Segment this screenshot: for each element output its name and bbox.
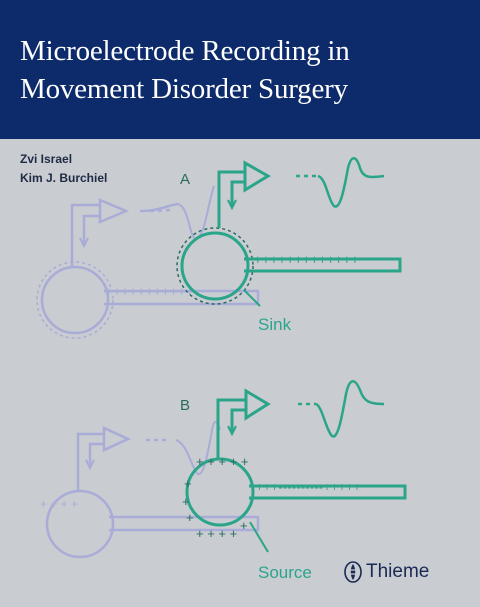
panel-b: + + + + + + + + + + + + [40, 380, 407, 582]
plus-row-b: +++----------+++++ [256, 480, 361, 494]
publisher-mark: Thieme [343, 560, 429, 584]
faded-plus-ring-b: + + + + [40, 497, 78, 511]
plus-ring-b: + + + + + + + + + + + + + [182, 454, 248, 541]
panel-b-label: B [180, 397, 190, 414]
svg-text:+: + [184, 476, 192, 491]
active-neuron-a [176, 157, 402, 307]
svg-text:+: + [186, 510, 194, 525]
sink-label: Sink [258, 315, 292, 334]
book-title: Microelectrode Recording in Movement Dis… [20, 35, 350, 105]
author-list: Zvi Israel Kim J. Burchiel [20, 150, 107, 188]
source-label: Source [258, 563, 312, 582]
faded-neuron-a [36, 185, 260, 339]
publisher-name: Thieme [366, 561, 430, 582]
svg-text:+ + + + +: + + + + + [196, 454, 248, 469]
panel-a-label: A [180, 171, 190, 188]
active-neuron-b [185, 380, 407, 553]
author-1: Zvi Israel [20, 152, 73, 166]
panel-a: +++++++++++ +++++++++++++ A Sink [36, 157, 402, 339]
plus-row-a: +++++++++++++ [254, 252, 359, 267]
author-2: Kim J. Burchiel [20, 171, 108, 185]
svg-text:+ + + +: + + + + [196, 526, 237, 541]
title-band: Microelectrode Recording in Movement Dis… [0, 0, 480, 139]
svg-text:+: + [182, 494, 190, 509]
svg-text:+: + [240, 518, 248, 533]
thieme-logo-icon [344, 561, 362, 583]
faded-neuron-b [45, 420, 260, 559]
faded-plus-row-a: +++++++++++ [105, 284, 194, 299]
